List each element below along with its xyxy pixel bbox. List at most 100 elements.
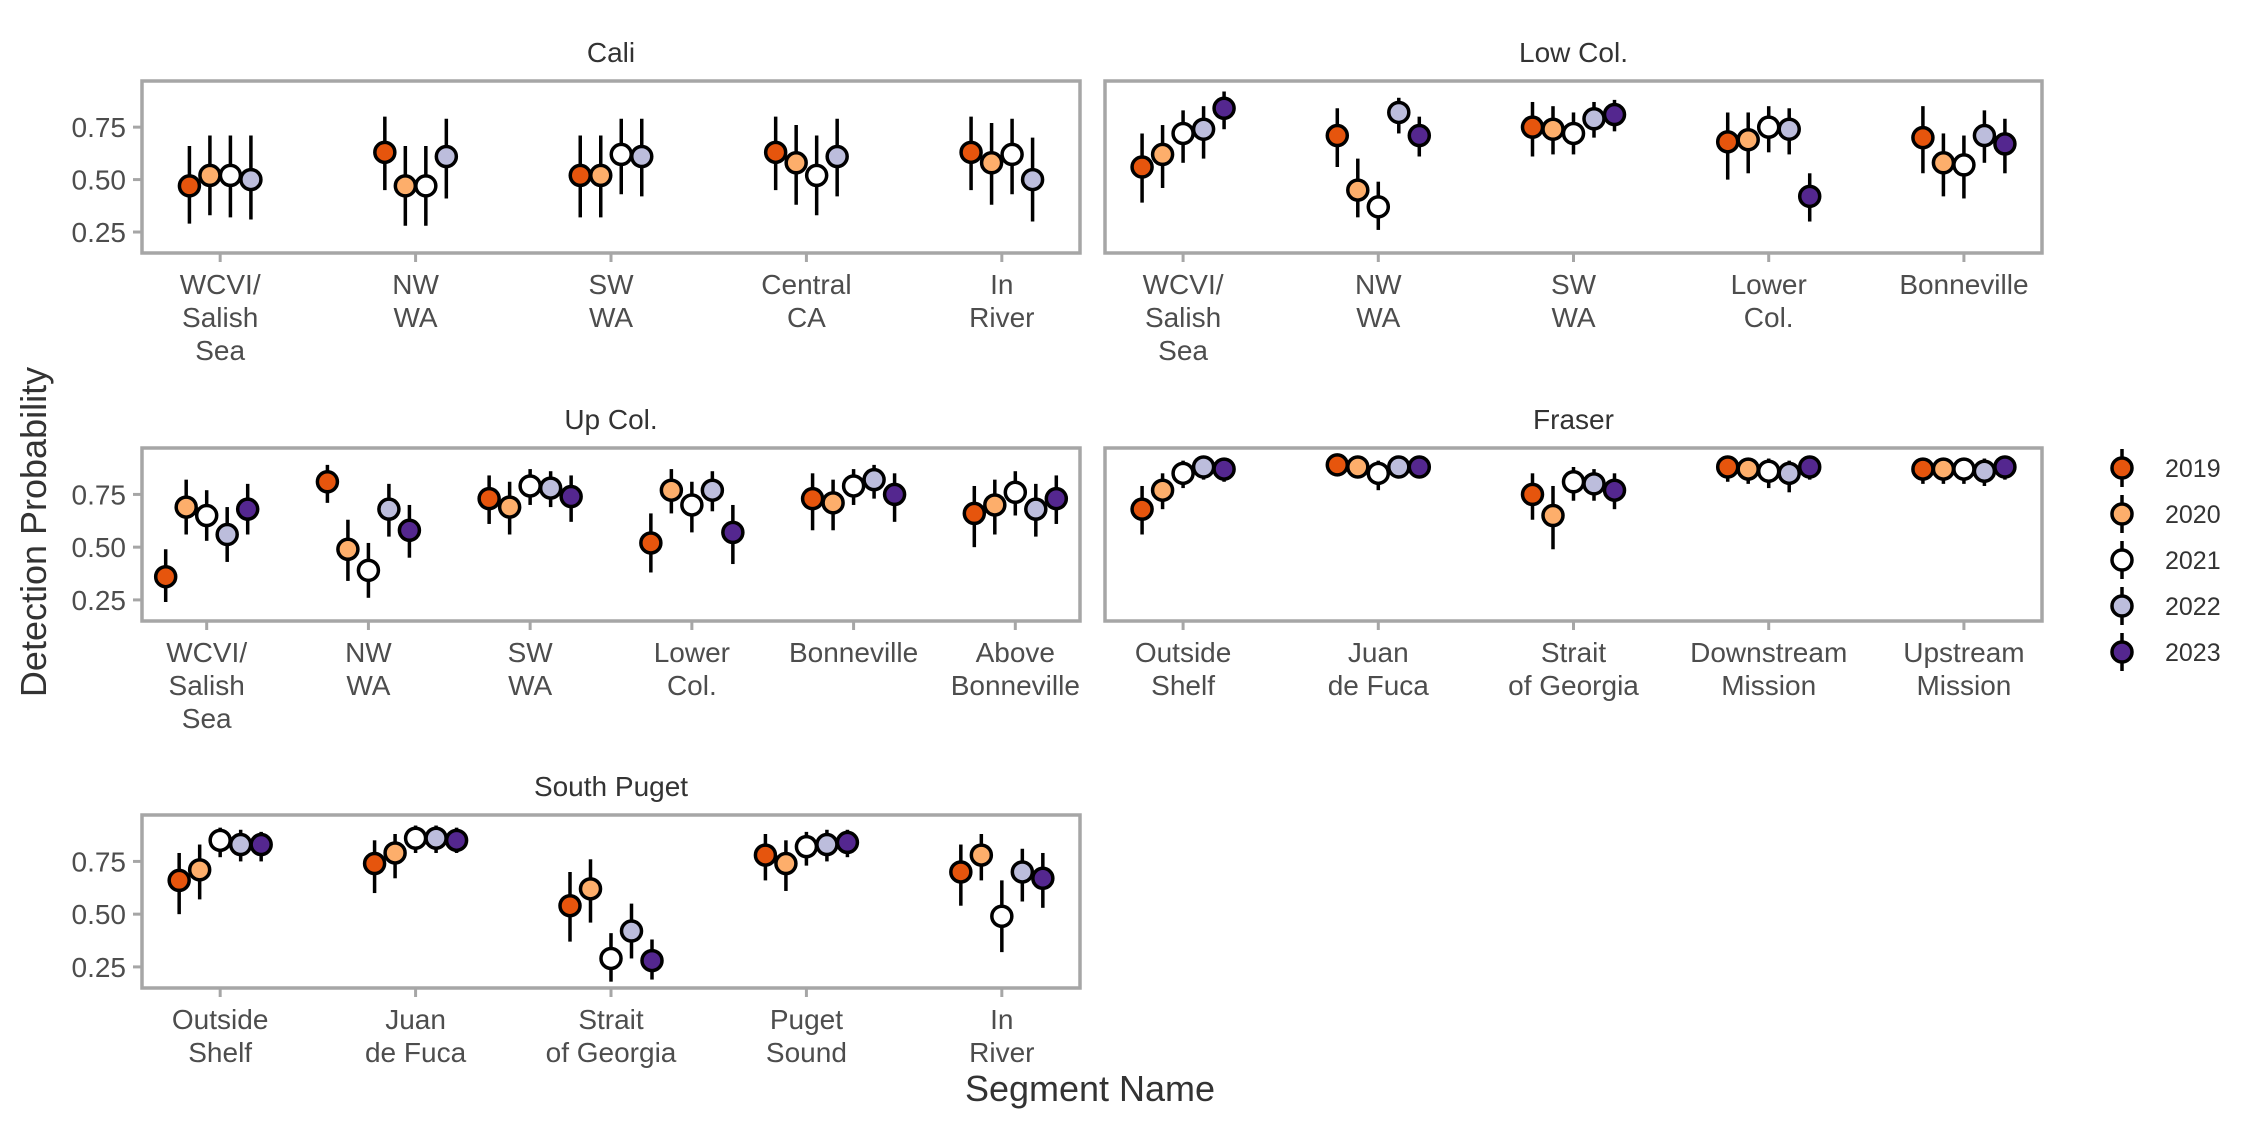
x-tick-label: Above	[976, 637, 1055, 668]
x-tick-label: SW	[508, 637, 554, 668]
data-point	[1993, 132, 2017, 156]
data-point	[804, 163, 829, 188]
x-tick-label: Juan	[385, 1004, 446, 1035]
x-tick-label: WA	[589, 302, 633, 333]
y-tick-label: 0.25	[72, 952, 127, 983]
x-tick-label: In	[990, 269, 1013, 300]
x-tick-label: River	[969, 1037, 1034, 1068]
data-point	[1003, 480, 1028, 505]
data-point	[1000, 142, 1024, 167]
data-point	[1346, 455, 1370, 479]
data-point	[1024, 497, 1048, 521]
x-tick-label: SW	[588, 269, 634, 300]
x-tick-label: WCVI/	[1143, 269, 1224, 300]
data-point	[1191, 117, 1216, 141]
data-point	[558, 893, 582, 918]
x-tick-label: de Fuca	[365, 1037, 467, 1068]
data-point	[1171, 461, 1195, 486]
legend-key	[2110, 456, 2134, 480]
data-point	[497, 495, 522, 519]
x-tick-label: NW	[345, 637, 392, 668]
data-point	[218, 163, 243, 188]
facet-title: Cali	[587, 37, 635, 68]
data-point	[962, 501, 987, 526]
data-point	[1952, 457, 1976, 481]
panel-border	[1103, 79, 2044, 255]
y-tick-label: 0.25	[72, 217, 127, 248]
x-tick-label: WCVI/	[180, 269, 261, 300]
data-point	[800, 486, 825, 511]
data-point	[414, 174, 438, 198]
x-tick-label: of Georgia	[546, 1037, 677, 1068]
data-point	[578, 877, 603, 901]
x-tick-label: WA	[394, 302, 438, 333]
data-point	[589, 163, 613, 188]
data-point	[1931, 151, 1956, 175]
legend-item: 2019	[2110, 449, 2221, 487]
data-point	[1031, 866, 1055, 891]
data-point	[959, 140, 983, 165]
facet-2: Up Col.0.250.500.75WCVI/SalishSeaNWWASWW…	[72, 404, 1082, 734]
data-point	[1044, 486, 1069, 511]
data-point	[477, 486, 501, 511]
x-tick-label: Salish	[182, 302, 258, 333]
x-axis-title: Segment Name	[965, 1068, 1215, 1109]
y-tick-label: 0.75	[72, 112, 127, 143]
data-point	[825, 144, 849, 169]
x-tick-label: Central	[761, 269, 851, 300]
data-point	[1602, 478, 1627, 502]
data-point	[1561, 121, 1586, 146]
data-point	[815, 832, 839, 857]
data-point	[599, 946, 623, 971]
data-point	[841, 474, 866, 498]
x-tick-label: Puget	[770, 1004, 843, 1035]
x-tick-label: Bonneville	[789, 637, 918, 668]
x-tick-label: Col.	[1744, 302, 1794, 333]
data-point	[882, 482, 907, 507]
legend-item: 2023	[2110, 633, 2221, 671]
legend-key	[2110, 502, 2134, 526]
x-tick-label: Shelf	[1151, 670, 1215, 701]
data-point	[153, 564, 178, 589]
data-point	[377, 497, 401, 521]
legend-key	[2110, 548, 2134, 572]
data-point	[1582, 472, 1606, 496]
data-point	[424, 826, 448, 850]
data-point	[659, 478, 684, 502]
legend-label: 2019	[2165, 455, 2221, 483]
x-tick-label: NW	[392, 269, 439, 300]
data-point	[198, 163, 222, 188]
x-tick-label: Sound	[766, 1037, 847, 1068]
x-tick-label: In	[990, 1004, 1013, 1035]
data-point	[983, 493, 1007, 517]
data-point	[1911, 457, 1935, 481]
data-point	[1561, 470, 1586, 494]
x-tick-label: Strait	[1541, 637, 1607, 668]
facet-title: Low Col.	[1519, 37, 1628, 68]
data-point	[1407, 455, 1432, 479]
data-point	[518, 474, 542, 498]
data-point	[1366, 461, 1391, 486]
data-point	[1777, 461, 1801, 486]
legend-key	[2110, 594, 2134, 618]
data-point	[1150, 142, 1175, 167]
data-point	[1797, 184, 1822, 209]
data-point	[700, 478, 725, 502]
data-point	[1130, 155, 1154, 179]
x-tick-label: Lower	[1731, 269, 1807, 300]
y-tick-label: 0.25	[72, 585, 127, 616]
data-point	[1212, 457, 1236, 481]
data-point	[969, 843, 994, 867]
data-point	[215, 522, 239, 547]
data-point	[1520, 482, 1545, 507]
